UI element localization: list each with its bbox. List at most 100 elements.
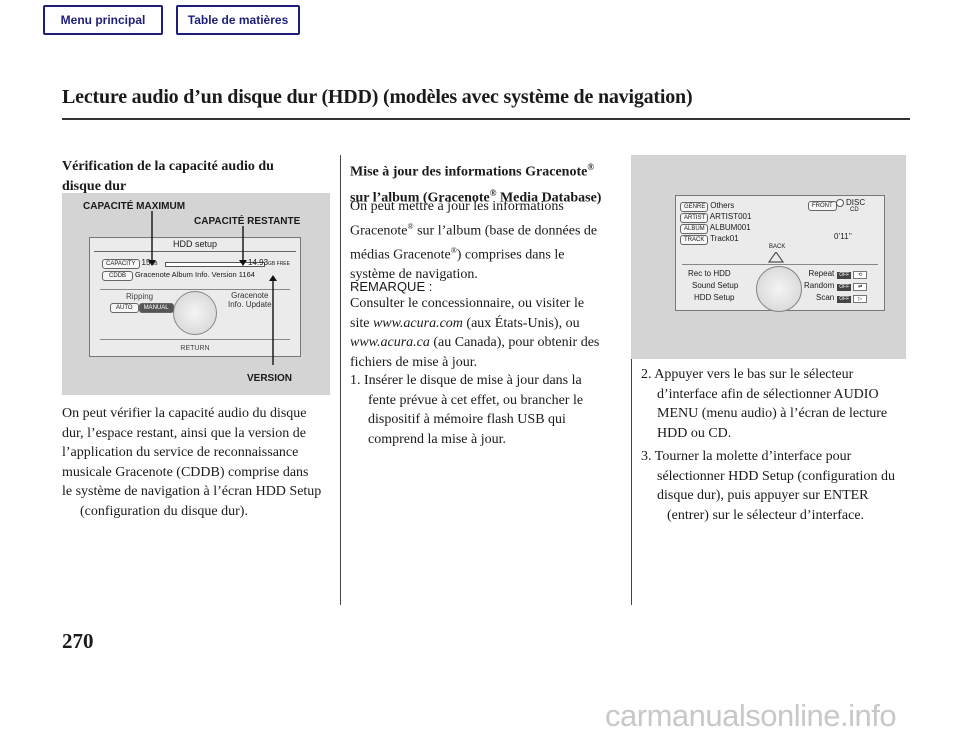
heading-text: sur l’album (Gracenote: [350, 190, 490, 206]
remarque-line: fichiers de mise à jour.: [350, 354, 478, 370]
rec-to-hdd-item: Rec to HDD: [688, 269, 731, 278]
remarque-text: Consulter le concessionnaire, ou visiter…: [350, 294, 599, 372]
middle-heading: Mise à jour des informations Gracenote® …: [350, 157, 601, 208]
remarque-text-part: (aux États-Unis), ou: [462, 315, 580, 331]
step-1-line: 1. Insérer le disque de mise à jour dans…: [350, 373, 582, 388]
screen-title: HDD setup: [172, 239, 217, 249]
title-rule: [62, 118, 910, 120]
repeat-label: Repeat: [808, 269, 835, 278]
left-body-line: musicale Gracenote (CDDB) comprise dans: [62, 464, 309, 480]
sound-setup-item: Sound Setup: [692, 281, 739, 290]
audio-menu-screen: GENRE Others ARTIST ARTIST001 ALBUM ALBU…: [675, 195, 885, 312]
artist-value: ARTIST001: [709, 212, 752, 221]
capacity-unit: GB: [150, 261, 158, 267]
middle-heading-line-2: sur l’album (Gracenote® Media Database): [350, 183, 601, 209]
intro-line: système de navigation.: [350, 266, 478, 282]
step-2-line: MENU (menu audio) à l’écran de lecture: [657, 406, 888, 421]
step-2-line: d’interface afin de sélectionner AUDIO: [657, 386, 879, 402]
front-tag: FRONT: [808, 200, 837, 211]
step-3-line: (entrer) sur le sélecteur d’interface.: [667, 507, 865, 523]
disc-label: DISC: [846, 198, 866, 207]
remarque-line: www.acura.ca (au Canada), pour obtenir d…: [350, 333, 599, 353]
scan-off-badge: OFF: [837, 296, 852, 303]
disc-icon: [836, 199, 844, 207]
page-title: Lecture audio d’un disque dur (HDD) (mod…: [62, 86, 693, 108]
track-tag: TRACK: [680, 235, 708, 245]
hdd-setup-figure: CAPACITÉ MAXIMUM CAPACITÉ RESTANTE HDD s…: [62, 193, 330, 395]
intro-line: On peut mettre à jour les informations: [350, 199, 564, 214]
interface-dial-icon: [173, 291, 217, 335]
track-row: TRACK Track01: [680, 234, 751, 245]
remarque-text-part: (au Canada), pour obtenir des: [429, 335, 600, 350]
audio-menu-left: Rec to HDD Sound Setup HDD Setup: [688, 268, 738, 304]
table-of-contents-button[interactable]: Table de matières: [176, 5, 300, 35]
genre-row: GENRE Others: [680, 201, 751, 212]
capacity-value: 15: [141, 258, 151, 267]
left-heading-line-2: disque dur: [62, 179, 127, 194]
capacity-row: CAPACITY 15GB: [102, 258, 158, 269]
gracenote-label-2: Info. Update: [228, 300, 272, 309]
step-3-line: 3. Tourner la molette d’interface pour: [641, 449, 852, 464]
callout-lines: [148, 211, 277, 365]
step-2-text: 2. Appuyer vers le bas sur le sélecteur …: [641, 365, 887, 443]
ripping-manual: MANUAL: [138, 303, 174, 313]
intro-text: Gracenote: [350, 223, 408, 239]
column-divider-right: [631, 155, 632, 605]
remarque-label: REMARQUE :: [350, 279, 433, 294]
capacity-tag: CAPACITY: [102, 259, 140, 269]
step-1-text: 1. Insérer le disque de mise à jour dans…: [350, 371, 583, 449]
audio-menu-figure: GENRE Others ARTIST ARTIST001 ALBUM ALBU…: [631, 155, 906, 359]
repeat-icon: ⟲: [853, 271, 868, 279]
screen-divider: [682, 264, 878, 265]
screen-divider: [100, 289, 290, 290]
cd-label: CD: [850, 207, 859, 213]
ripping-label: Ripping: [126, 292, 154, 301]
registered-mark: ®: [587, 162, 595, 172]
front-label: FRONT: [808, 201, 837, 211]
page-number: 270: [62, 629, 94, 653]
intro-text: ) comprises dans le: [456, 247, 565, 263]
free-value: 14.93: [248, 258, 269, 267]
left-body-line: dur, l’espace restant, ainsi que la vers…: [62, 425, 306, 441]
acura-ca-link[interactable]: www.acura.ca: [350, 335, 430, 350]
cddb-tag: CDDB: [102, 271, 134, 281]
album-tag: ALBUM: [680, 224, 708, 234]
album-value: ALBUM001: [709, 223, 751, 232]
screen-divider-bottom: [100, 339, 290, 340]
random-off-badge: OFF: [837, 284, 852, 291]
left-body-line: (configuration du disque dur).: [80, 503, 248, 519]
menu-principal-button[interactable]: Menu principal: [43, 5, 163, 35]
intro-text: médias Gracenote: [350, 247, 451, 263]
step-3-text: 3. Tourner la molette d’interface pour s…: [641, 447, 895, 525]
cddb-row: CDDB Gracenote Album Info. Version 1164: [102, 270, 255, 281]
album-row: ALBUM ALBUM001: [680, 223, 751, 234]
capacity-bar: [165, 262, 265, 267]
heading-text: Media Database): [496, 190, 602, 206]
genre-value: Others: [710, 201, 735, 210]
remarque-line: site www.acura.com (aux États-Unis), ou: [350, 314, 599, 334]
back-label: BACK: [769, 244, 786, 250]
remarque-line: Consulter le concessionnaire, ou visiter…: [350, 296, 585, 311]
acura-com-link[interactable]: www.acura.com: [372, 315, 463, 331]
remarque-text-part: site: [350, 315, 373, 331]
hdd-setup-screen: HDD setup CAPACITY 15GB 14.93GB FREE CDD…: [89, 237, 301, 357]
step-2-line: HDD ou CD.: [657, 425, 732, 441]
step-2-line: 2. Appuyer vers le bas sur le sélecteur: [641, 367, 854, 382]
intro-line: Gracenote® sur l’album (base de données …: [350, 217, 597, 241]
callout-capacite-restante: CAPACITÉ RESTANTE: [194, 216, 301, 227]
back-arrow-icon: [768, 252, 784, 263]
ripping-auto: AUTO: [110, 303, 139, 313]
return-label: RETURN: [180, 345, 210, 352]
step-1-line: fente prévue à cet effet, ou brancher le: [368, 392, 584, 408]
left-body-line: l’application du service de reconnaissan…: [62, 445, 299, 460]
step-3-line: disque dur), puis appuyer sur ENTER: [657, 488, 869, 503]
repeat-off-badge: OFF: [837, 272, 852, 279]
screen-title-rule: [94, 251, 296, 252]
scan-label: Scan: [816, 293, 835, 302]
registered-mark: ®: [450, 245, 457, 255]
artist-tag: ARTIST: [680, 213, 708, 223]
artist-row: ARTIST ARTIST001: [680, 212, 751, 223]
